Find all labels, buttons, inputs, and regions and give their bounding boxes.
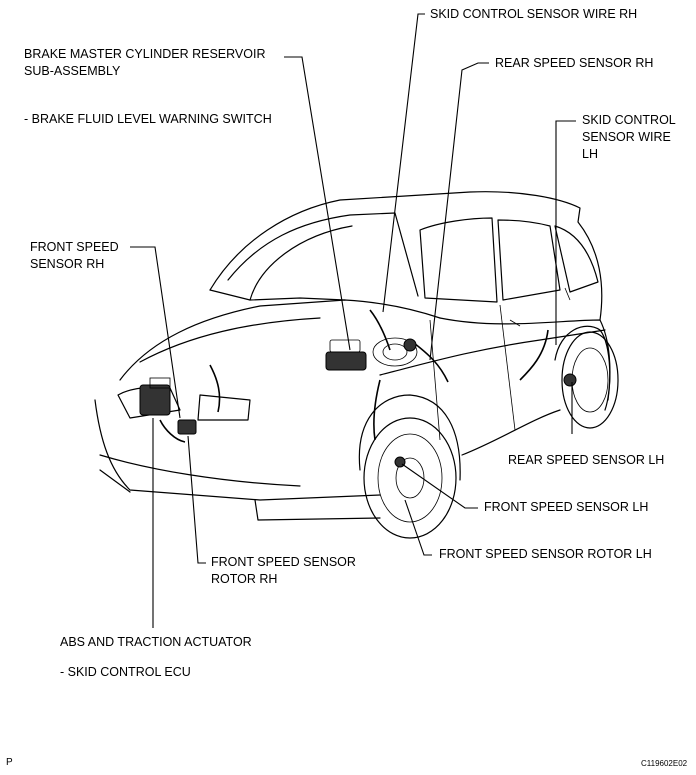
label-front-rotor-lh: FRONT SPEED SENSOR ROTOR LH	[439, 547, 652, 561]
label-brake-master-cylinder: BRAKE MASTER CYLINDER RESERVOIR SUB-ASSE…	[24, 46, 266, 80]
label-front-speed-lh: FRONT SPEED SENSOR LH	[484, 500, 649, 514]
label-line: LH	[582, 147, 598, 161]
label-line: ROTOR RH	[211, 572, 278, 586]
page-mark: P	[6, 757, 13, 768]
label-skid-wire-lh: SKID CONTROL SENSOR WIRE LH	[582, 112, 676, 163]
label-line: FRONT SPEED SENSOR	[211, 555, 356, 569]
label-rear-speed-lh: REAR SPEED SENSOR LH	[508, 453, 665, 467]
label-line: SKID CONTROL	[582, 113, 676, 127]
label-skid-wire-rh: SKID CONTROL SENSOR WIRE RH	[430, 7, 638, 21]
label-abs-actuator: ABS AND TRACTION ACTUATOR	[60, 635, 252, 649]
label-rear-speed-rh: REAR SPEED SENSOR RH	[495, 56, 654, 70]
label-line: SENSOR WIRE	[582, 130, 671, 144]
label-line: FRONT SPEED	[30, 240, 119, 254]
label-front-speed-rh: FRONT SPEED SENSOR RH	[30, 239, 119, 273]
label-brake-fluid-switch: - BRAKE FLUID LEVEL WARNING SWITCH	[24, 112, 272, 126]
leader-lines	[130, 13, 576, 628]
figure-code: C119602E02	[641, 759, 688, 768]
label-line: BRAKE MASTER CYLINDER RESERVOIR	[24, 47, 266, 61]
label-front-rotor-rh: FRONT SPEED SENSOR ROTOR RH	[211, 554, 356, 588]
label-line: SUB-ASSEMBLY	[24, 64, 121, 78]
label-skid-ecu: - SKID CONTROL ECU	[60, 665, 191, 679]
component-parts	[139, 309, 577, 468]
label-line: SENSOR RH	[30, 257, 105, 271]
